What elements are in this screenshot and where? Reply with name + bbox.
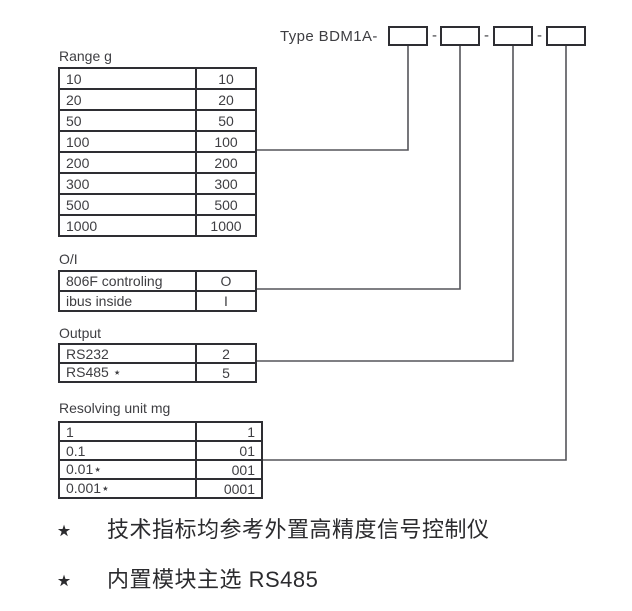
- footnote-1: ⋆ 技术指标均参考外置高精度信号控制仪: [54, 512, 490, 548]
- option-label-cell: 10: [58, 67, 197, 90]
- option-label-cell: 20: [58, 88, 197, 111]
- option-label-cell: RS485 ⋆: [58, 362, 197, 383]
- option-code-cell: 20: [195, 88, 257, 111]
- option-code-cell: 1000: [195, 214, 257, 237]
- option-label-cell: 300: [58, 172, 197, 195]
- code-box-2: [440, 26, 480, 46]
- output-table-title: Output: [59, 325, 102, 341]
- option-code-cell: 100: [195, 130, 257, 153]
- option-label-cell: 0.01⋆: [58, 459, 197, 480]
- range-table-title: Range g: [59, 48, 112, 64]
- option-label-cell: 500: [58, 193, 197, 216]
- option-code-cell: 10: [195, 67, 257, 90]
- connector-line-range: [257, 46, 409, 151]
- connector-line-resolving: [257, 46, 567, 461]
- option-code-cell: I: [195, 290, 257, 312]
- option-code-cell: 300: [195, 172, 257, 195]
- dash-separator-1: -: [432, 27, 437, 44]
- option-label-cell: ibus inside: [58, 290, 197, 312]
- option-code-cell: 5: [195, 362, 257, 383]
- option-label-cell: 1: [58, 421, 197, 442]
- option-label-cell: 1000: [58, 214, 197, 237]
- option-code-cell: 1: [195, 421, 263, 442]
- option-code-cell: 500: [195, 193, 257, 216]
- dash-separator-3: -: [537, 27, 542, 44]
- footnote-1-text: 技术指标均参考外置高精度信号控制仪: [107, 517, 490, 542]
- option-code-cell: 2: [195, 343, 257, 364]
- star-icon: ⋆: [54, 562, 75, 598]
- resolving-table-title: Resolving unit mg: [59, 400, 171, 416]
- option-label-cell: 100: [58, 130, 197, 153]
- connector-line-oi: [257, 46, 461, 290]
- option-code-cell: 001: [195, 459, 263, 480]
- table-row: RS485 ⋆5: [58, 362, 257, 383]
- option-label-cell: 200: [58, 151, 197, 174]
- option-code-cell: O: [195, 270, 257, 292]
- option-label-cell: 806F controling: [58, 270, 197, 292]
- type-prefix-label: Type BDM1A-: [280, 28, 378, 45]
- option-code-cell: 50: [195, 109, 257, 132]
- option-label-cell: 0.001⋆: [58, 478, 197, 499]
- option-label-cell: 0.1: [58, 440, 197, 461]
- code-box-1: [388, 26, 428, 46]
- option-label-cell: 50: [58, 109, 197, 132]
- code-box-4: [546, 26, 586, 46]
- option-code-cell: 01: [195, 440, 263, 461]
- table-row: 0.001⋆0001: [58, 478, 263, 499]
- dash-separator-2: -: [484, 27, 489, 44]
- connector-line-output: [257, 46, 514, 362]
- table-row: 0.01⋆001: [58, 459, 263, 480]
- footnote-2: ⋆ 内置模块主选 RS485: [54, 562, 319, 598]
- footnote-2-text: 内置模块主选 RS485: [107, 567, 319, 592]
- option-code-cell: 0001: [195, 478, 263, 499]
- star-icon: ⋆: [54, 512, 75, 548]
- oi-table-title: O/I: [59, 251, 78, 267]
- option-code-cell: 200: [195, 151, 257, 174]
- code-box-3: [493, 26, 533, 46]
- option-label-cell: RS232: [58, 343, 197, 364]
